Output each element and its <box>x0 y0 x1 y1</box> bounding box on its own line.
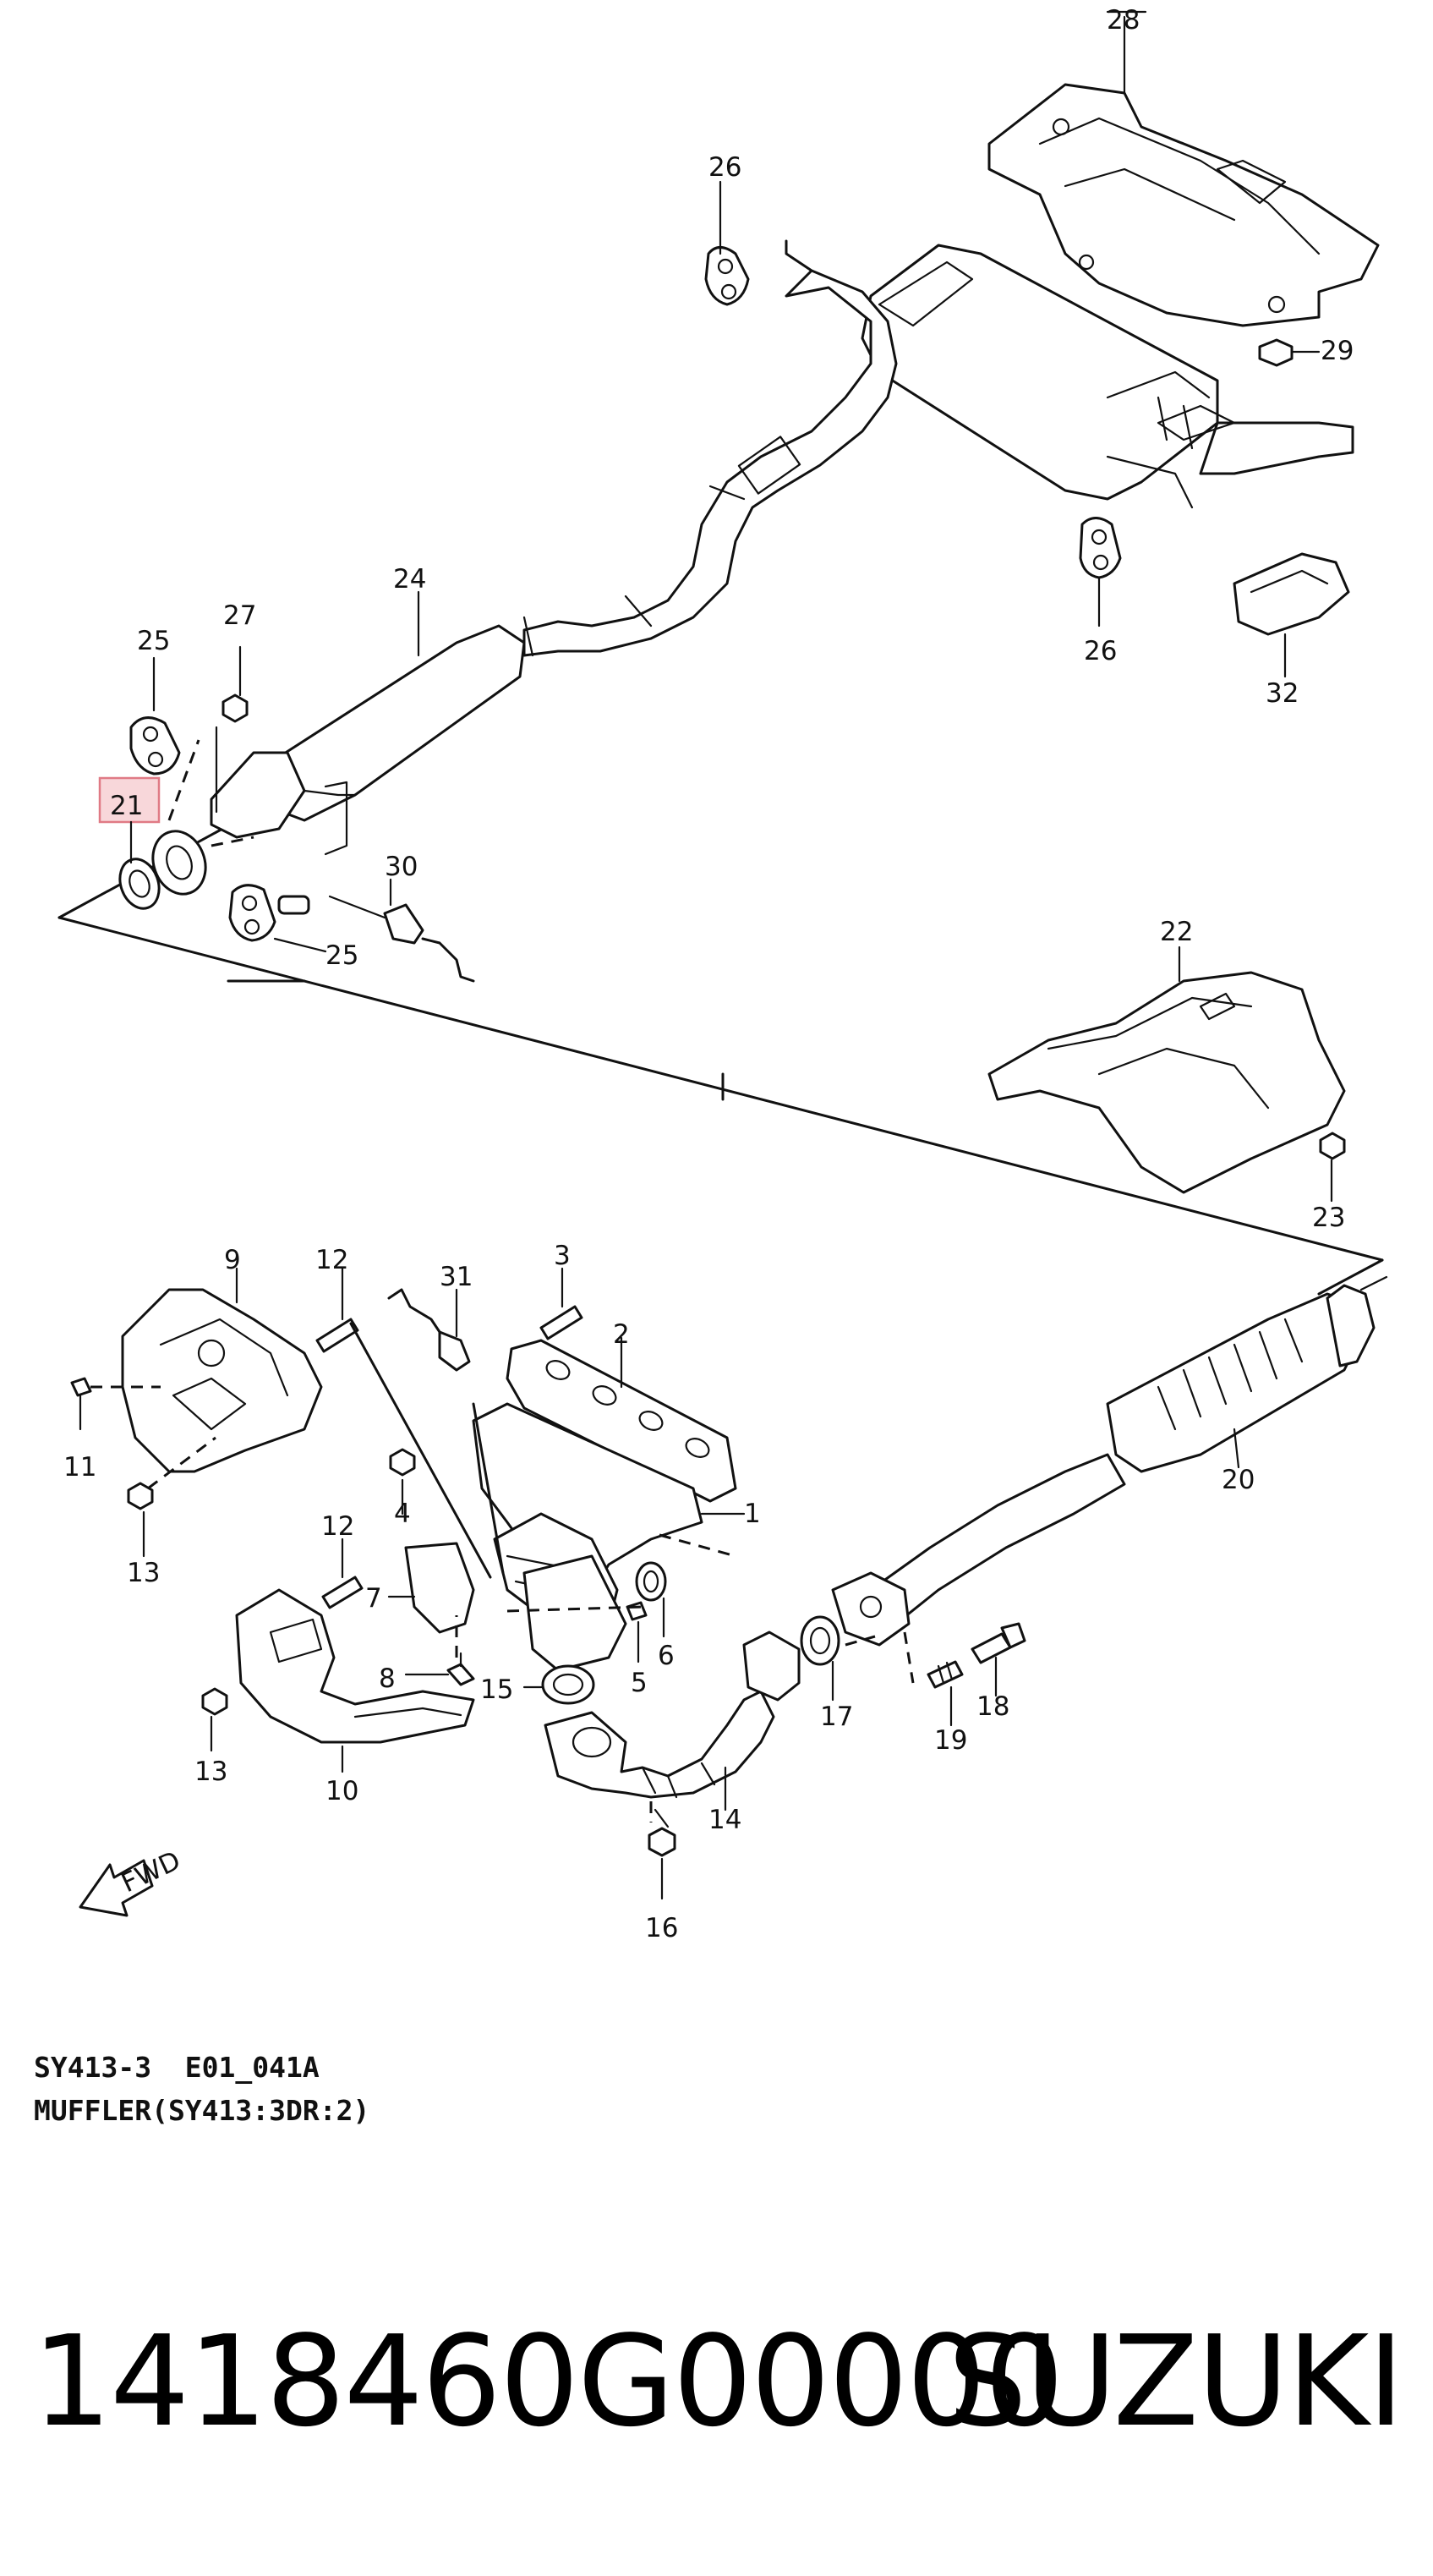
oxygen-sensor-30[interactable] <box>328 895 475 983</box>
callout-23[interactable]: 23 <box>1312 1203 1345 1233</box>
callout-27[interactable]: 27 <box>223 600 256 631</box>
highlight-box-21 <box>98 776 161 824</box>
heat-shield-28[interactable] <box>987 83 1380 327</box>
callout-24[interactable]: 24 <box>393 564 426 595</box>
heat-shield-10[interactable] <box>235 1588 475 1744</box>
nut-13-lower[interactable] <box>201 1687 228 1716</box>
callout-5[interactable]: 5 <box>631 1668 648 1698</box>
stud-3[interactable] <box>539 1305 583 1340</box>
stud-12-upper[interactable] <box>315 1318 359 1353</box>
heat-shield-9[interactable] <box>121 1288 323 1473</box>
callout-16[interactable]: 16 <box>645 1913 678 1943</box>
callout-29[interactable]: 29 <box>1321 336 1354 366</box>
callout-17[interactable]: 17 <box>820 1702 853 1732</box>
bolt-18[interactable] <box>971 1622 1026 1664</box>
callout-26-upper[interactable]: 26 <box>708 152 741 183</box>
exhaust-manifold-gasket-2[interactable] <box>506 1339 737 1503</box>
fwd-arrow-icon: FWD <box>79 1845 185 1917</box>
callout-21[interactable]: 21 <box>110 791 143 821</box>
callout-4[interactable]: 4 <box>394 1499 411 1529</box>
rubber-hanger-25-upper[interactable] <box>129 716 181 776</box>
exhaust-parts-diagram: FWD 28 26 29 26 32 24 25 27 21 30 25 22 … <box>57 5 1388 1943</box>
callout-30[interactable]: 30 <box>385 852 418 882</box>
callout-14[interactable]: 14 <box>708 1805 741 1835</box>
oxygen-sensor-31[interactable] <box>387 1288 471 1372</box>
heat-shield-22[interactable] <box>987 971 1346 1194</box>
catalytic-converter-24[interactable] <box>210 624 526 856</box>
callout-28[interactable]: 28 <box>1107 5 1140 36</box>
brand-name: SUZUKI <box>947 2309 1404 2454</box>
nut-23[interactable] <box>1319 1132 1346 1160</box>
callout-13-upper[interactable]: 13 <box>127 1558 160 1588</box>
callout-25-lower[interactable]: 25 <box>325 940 358 971</box>
rear-muffler[interactable] <box>785 239 1354 509</box>
diagram-code-caption: SY413-3 E01_041A <box>34 2051 320 2084</box>
gasket-17[interactable] <box>800 1615 840 1666</box>
catalytic-converter-20[interactable] <box>1106 1275 1388 1473</box>
callout-1[interactable]: 1 <box>744 1499 761 1529</box>
callout-31[interactable]: 31 <box>440 1262 473 1292</box>
callout-13-lower[interactable]: 13 <box>194 1757 227 1787</box>
callout-10[interactable]: 10 <box>325 1776 358 1806</box>
nut-4[interactable] <box>389 1448 416 1477</box>
bracket-7[interactable] <box>404 1542 475 1634</box>
gasket-15[interactable] <box>541 1664 595 1705</box>
nut-29[interactable] <box>1258 338 1321 367</box>
nut-27[interactable] <box>222 693 249 723</box>
callout-labels: 28 26 29 26 32 24 25 27 21 30 25 22 23 9… <box>63 5 1354 1943</box>
nut-13-upper[interactable] <box>127 1482 154 1510</box>
stud-12-lower[interactable] <box>321 1576 364 1609</box>
callout-19[interactable]: 19 <box>934 1725 967 1756</box>
nut-16[interactable] <box>648 1808 676 1857</box>
callout-22[interactable]: 22 <box>1160 917 1193 947</box>
callout-6[interactable]: 6 <box>658 1641 675 1671</box>
callout-9[interactable]: 9 <box>224 1245 241 1275</box>
fwd-label: FWD <box>117 1845 185 1899</box>
callout-26-lower[interactable]: 26 <box>1084 636 1117 666</box>
bolt-5[interactable] <box>626 1601 648 1621</box>
bolt-11[interactable] <box>70 1377 92 1431</box>
callout-2[interactable]: 2 <box>613 1319 630 1350</box>
stud-bolt-19[interactable] <box>927 1660 964 1689</box>
front-pipe[interactable] <box>869 1453 1126 1625</box>
part-number: 1418460G00000 <box>32 2309 1064 2454</box>
callout-11[interactable]: 11 <box>63 1452 96 1483</box>
exhaust-manifold-1[interactable] <box>472 1402 703 1672</box>
rubber-hanger-26-upper[interactable] <box>704 246 750 306</box>
gasket-6[interactable] <box>635 1561 667 1602</box>
diagram-title-caption: MUFFLER(SY413:3DR:2) <box>34 2094 370 2127</box>
callout-8[interactable]: 8 <box>379 1663 396 1694</box>
rubber-hanger-25-lower[interactable] <box>228 884 327 953</box>
exhaust-pipe-14[interactable] <box>544 1631 801 1799</box>
pipe-flange[interactable] <box>831 1571 911 1647</box>
rubber-hanger-26-lower[interactable] <box>1079 517 1122 579</box>
callout-15[interactable]: 15 <box>480 1674 513 1705</box>
callout-12-upper[interactable]: 12 <box>315 1245 348 1275</box>
flange-gasket-21[interactable] <box>113 824 214 914</box>
callout-7[interactable]: 7 <box>365 1583 382 1614</box>
callout-32[interactable]: 32 <box>1266 678 1299 709</box>
callout-18[interactable]: 18 <box>976 1691 1009 1722</box>
center-pipe[interactable] <box>522 269 898 657</box>
callout-20[interactable]: 20 <box>1222 1465 1255 1495</box>
callout-25-upper[interactable]: 25 <box>137 626 170 656</box>
callout-3[interactable]: 3 <box>554 1241 571 1271</box>
protector-32[interactable] <box>1233 552 1350 636</box>
bolt-8[interactable] <box>446 1652 475 1686</box>
callout-12-lower[interactable]: 12 <box>321 1511 354 1542</box>
